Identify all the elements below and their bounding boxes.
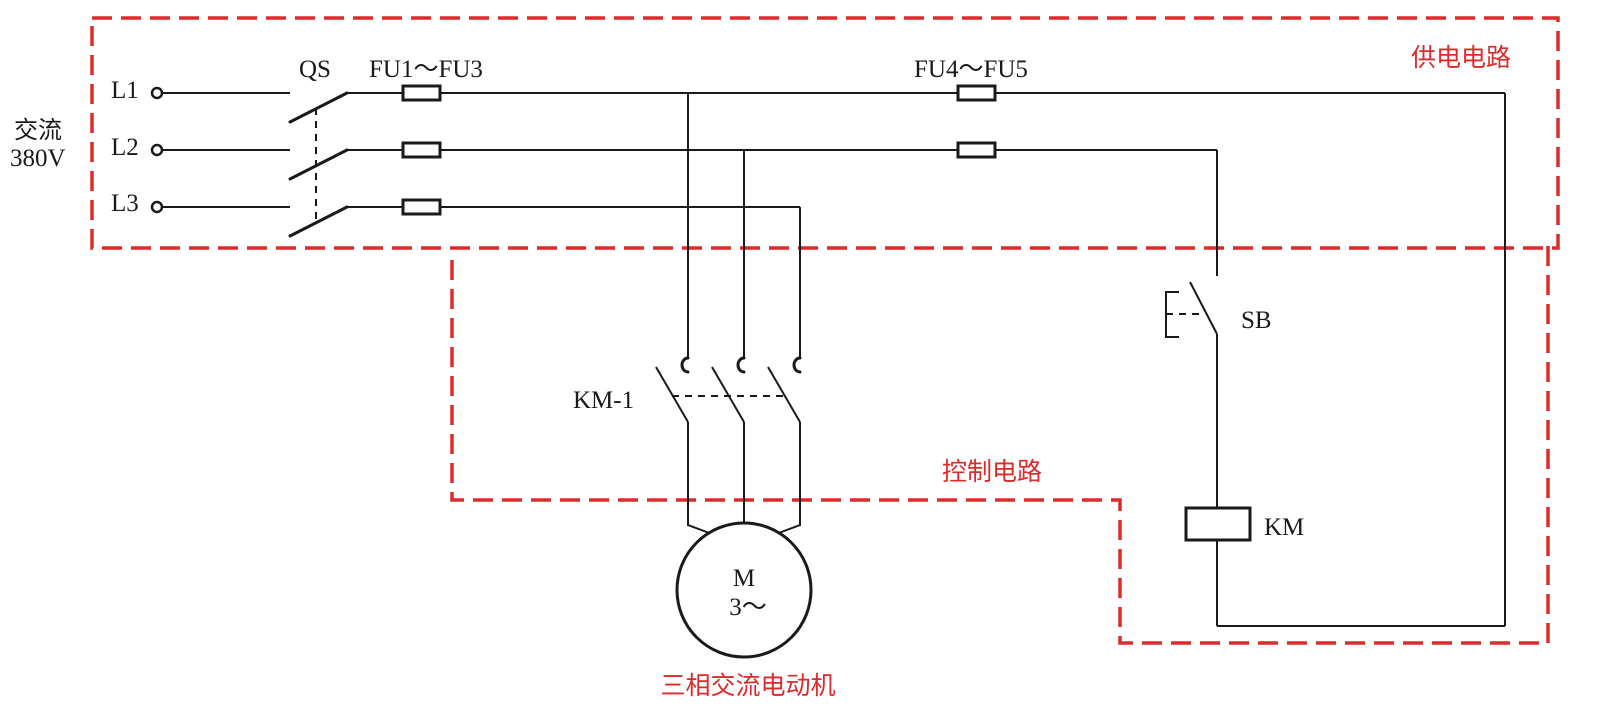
motor-lead-c [775, 422, 801, 535]
km1-hook-b [736, 356, 746, 374]
km-coil-label: KM [1264, 514, 1304, 541]
motor-symbol [675, 521, 813, 659]
km1-blade-a [655, 366, 689, 423]
motor-caption: 三相交流电动机 [660, 671, 835, 700]
sb-contact [1189, 281, 1218, 335]
supply-label-line2: 380V [10, 145, 66, 172]
km-coil [1184, 506, 1252, 542]
fuse-fu1 [401, 84, 442, 102]
km1-hook-c [792, 356, 802, 374]
fu4-fu5-label: FU4～FU5 [914, 56, 1028, 83]
qs-blade-2 [288, 148, 349, 181]
km1-blade-c [767, 366, 801, 423]
l1-label: L1 [111, 77, 139, 104]
km1-label: KM-1 [573, 387, 634, 414]
l2-terminal [150, 143, 164, 157]
motor-phase-label: 3～ [729, 594, 767, 621]
qs-blade-1 [288, 91, 349, 124]
control-circuit-region [450, 240, 1550, 645]
sb-button [1165, 291, 1179, 338]
l1-terminal [150, 86, 164, 100]
power-circuit-region [90, 16, 1560, 250]
supply-label-line1: 交流 [14, 116, 62, 144]
km1-hook-a [680, 356, 690, 374]
l2-label: L2 [111, 134, 139, 161]
fuse-fu4 [956, 84, 997, 102]
qs-blade-3 [288, 205, 349, 238]
l3-label: L3 [111, 190, 139, 217]
l3-terminal [150, 200, 164, 214]
power-circuit-label: 供电电路 [1411, 43, 1511, 72]
motor-lead-a [687, 422, 713, 535]
fu1-fu3-label: FU1～FU3 [369, 56, 483, 83]
fuse-fu3 [401, 198, 442, 216]
control-circuit-label: 控制电路 [942, 457, 1042, 486]
qs-label: QS [299, 56, 331, 83]
fuse-fu5 [956, 141, 997, 159]
km1-blade-b [711, 366, 745, 423]
fuse-fu2 [401, 141, 442, 159]
sb-label: SB [1241, 307, 1272, 334]
motor-m-label: M [733, 565, 755, 592]
